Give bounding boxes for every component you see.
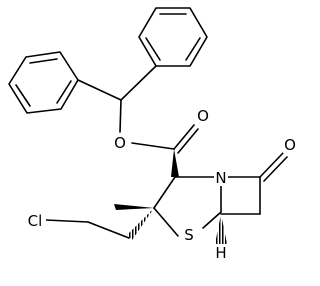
wedge-bond-methyl xyxy=(114,204,154,210)
atom-label-lactam-oxygen: O xyxy=(284,136,296,154)
atom-label-carbonyl-oxygen: O xyxy=(197,107,209,125)
structure-canvas: O O O N S Cl H xyxy=(8,7,297,262)
atom-label-chlorine: Cl xyxy=(28,212,43,230)
phenyl-ring-left xyxy=(8,51,79,114)
molecule-drawing: O O O N S Cl H xyxy=(8,7,297,262)
atom-label-stereo-hydrogen: H xyxy=(215,244,226,262)
hashed-bond-chloromethyl xyxy=(127,208,154,240)
atom-label-sulfur: S xyxy=(184,226,194,244)
penam-core-bonds xyxy=(45,149,288,244)
atom-label-nitrogen: N xyxy=(215,169,226,187)
ester-linkage-bonds xyxy=(77,65,199,154)
atom-labels: O O O N S Cl H xyxy=(24,107,297,262)
wedge-bond-c3-carboxyl xyxy=(171,149,179,177)
atom-label-ester-oxygen: O xyxy=(114,134,126,152)
phenyl-ring-right xyxy=(138,7,208,67)
hashed-bond-stereo-h xyxy=(215,214,227,244)
